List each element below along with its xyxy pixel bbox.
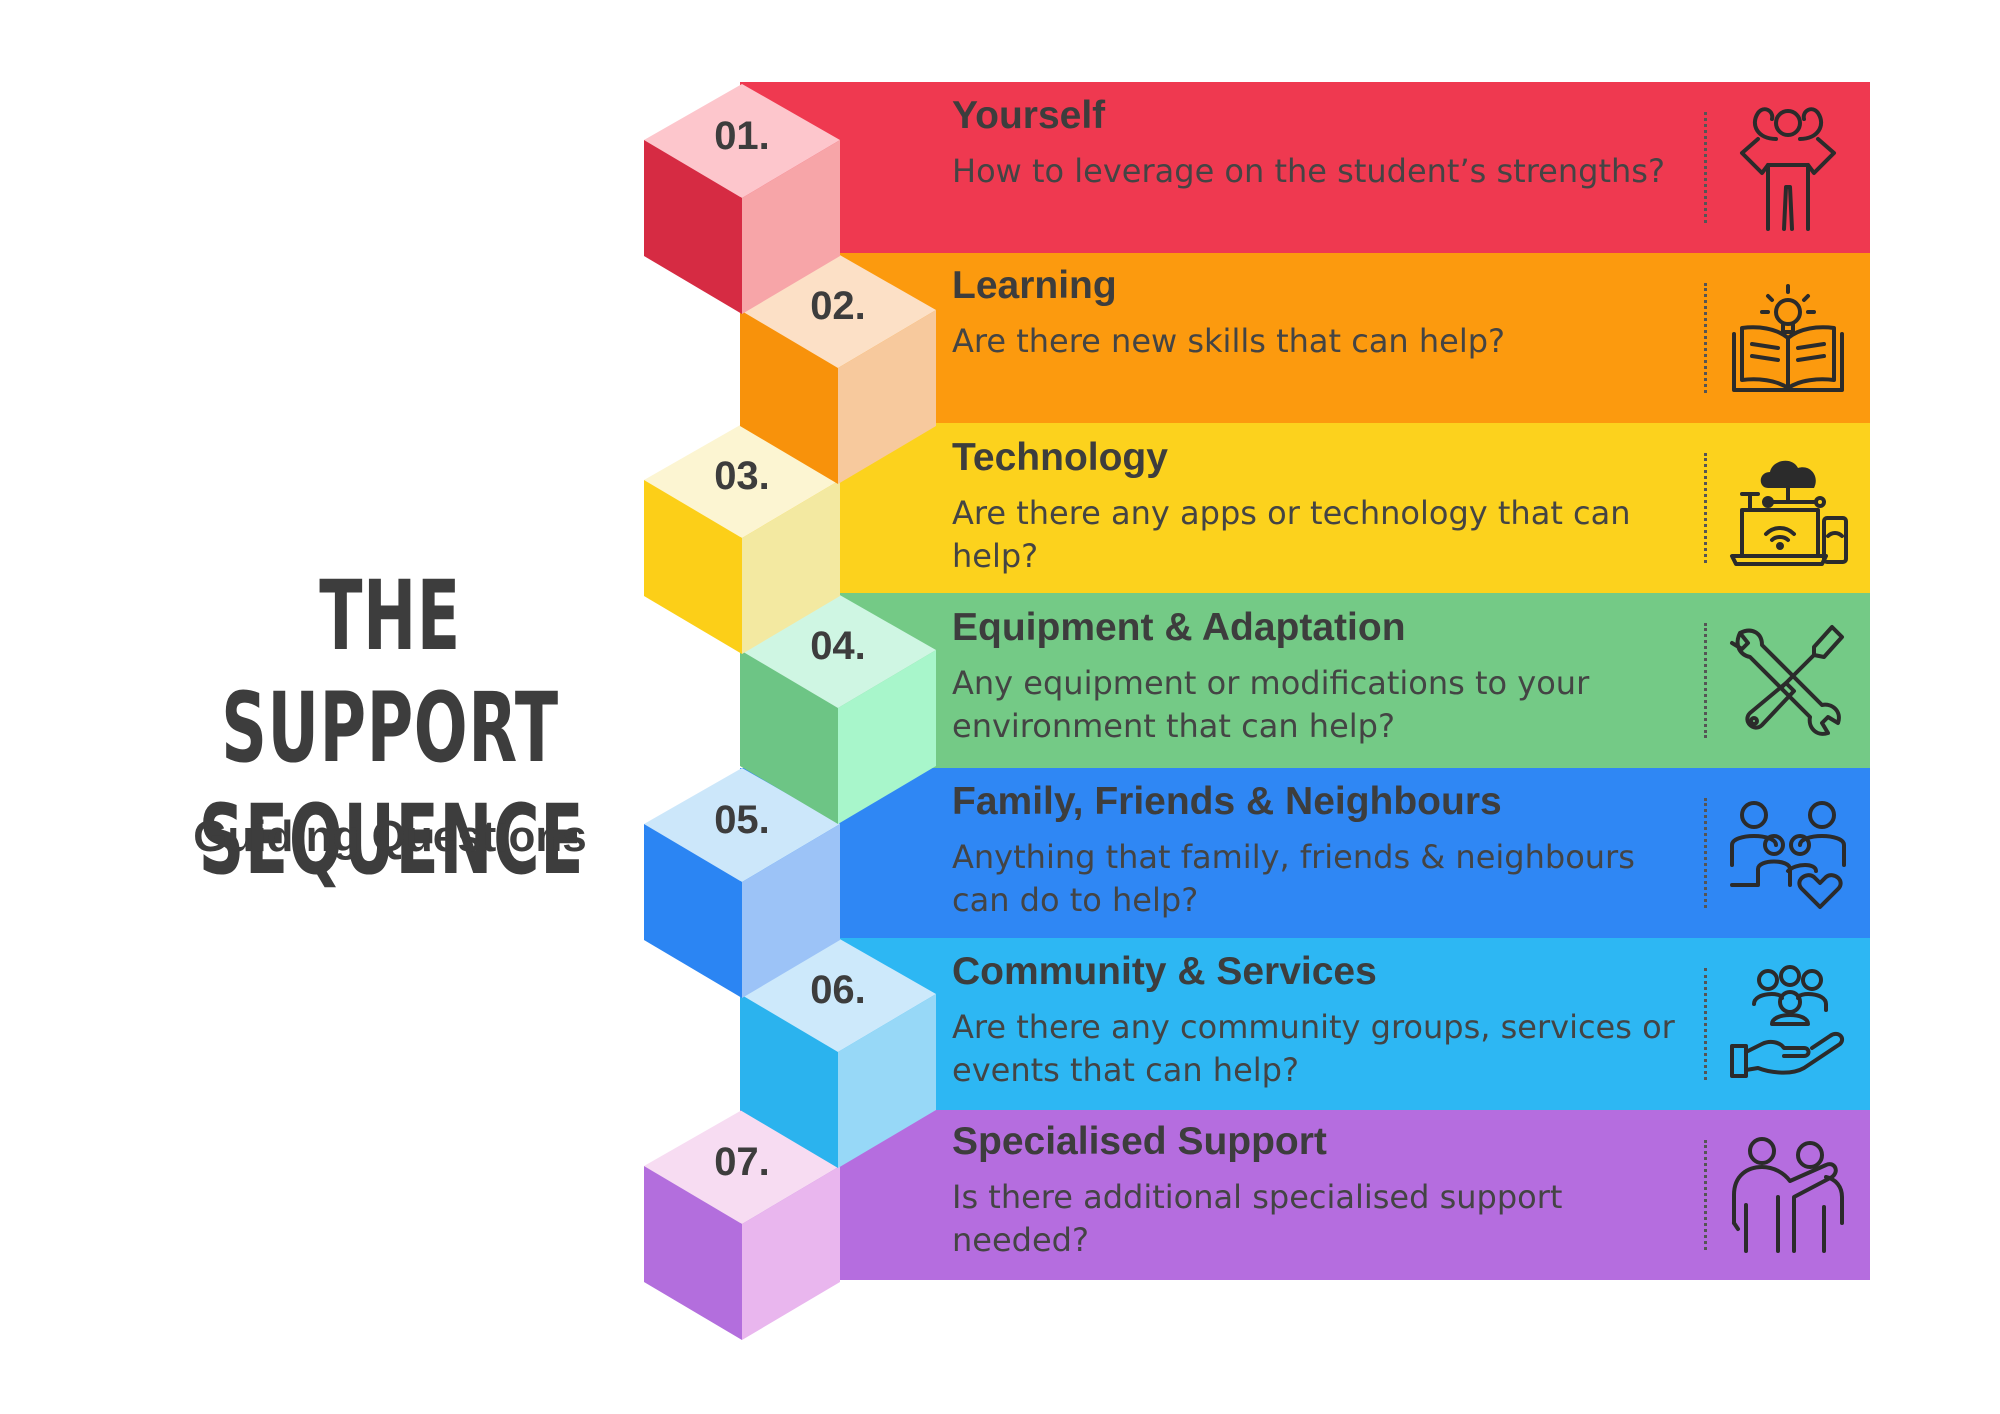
step-description: Are there any community groups, services… <box>952 1008 1675 1089</box>
step-description: Any equipment or modifications to your e… <box>952 664 1590 745</box>
cube-left-face <box>740 650 838 824</box>
step-title: Specialised Support <box>952 1120 1327 1163</box>
family-heart-icon <box>1730 801 1846 909</box>
step-title: Family, Friends & Neighbours <box>952 780 1502 823</box>
step-number: 03. <box>714 454 770 498</box>
step-number: 07. <box>714 1140 770 1184</box>
cube-right-face <box>742 824 840 998</box>
cube-top-face <box>644 84 840 198</box>
step-title: Learning <box>952 264 1117 307</box>
cube-top-face <box>644 768 840 882</box>
tools-icon <box>1730 624 1844 736</box>
dotted-divider <box>1704 798 1707 908</box>
step-band-5 <box>740 768 1870 938</box>
page-subtitle: Guiding Questions <box>193 812 587 861</box>
step-text-5: Family, Friends & Neighbours Anything th… <box>952 780 1692 922</box>
title-line: THE SUPPORT <box>221 560 559 784</box>
step-number: 06. <box>810 968 866 1012</box>
title-line: SEQUENCE <box>198 784 585 896</box>
dotted-divider <box>1704 623 1707 738</box>
step-description: Is there additional specialised support … <box>952 1178 1563 1259</box>
cube-right-face <box>742 140 840 314</box>
step-description: Anything that family, friends & neighbou… <box>952 838 1635 919</box>
dotted-divider <box>1704 283 1707 393</box>
step-band-1 <box>740 82 1870 253</box>
step-band-3 <box>740 423 1870 593</box>
page-title: THE SUPPORT SEQUENCE <box>198 560 585 896</box>
community-hand-icon <box>1730 965 1845 1078</box>
cube-right-face <box>838 994 936 1168</box>
step-title: Yourself <box>952 94 1106 137</box>
cube-left-face <box>644 480 742 654</box>
step-text-1: Yourself How to leverage on the student’… <box>952 94 1692 193</box>
step-description: How to leverage on the student’s strengt… <box>952 152 1665 190</box>
cube-right-face <box>838 310 936 484</box>
step-cube-1 <box>644 84 840 314</box>
step-text-3: Technology Are there any apps or technol… <box>952 436 1692 578</box>
step-title: Equipment & Adaptation <box>952 606 1406 649</box>
step-number: 04. <box>810 624 866 668</box>
dotted-divider <box>1704 453 1707 563</box>
book-lightbulb-icon <box>1732 284 1844 392</box>
step-title: Technology <box>952 436 1168 479</box>
dotted-divider <box>1704 1140 1707 1250</box>
cube-left-face <box>644 140 742 314</box>
step-description: Are there any apps or technology that ca… <box>952 494 1631 575</box>
cube-right-face <box>742 480 840 654</box>
support-people-icon <box>1732 1137 1844 1253</box>
cube-left-face <box>644 824 742 998</box>
step-band-4 <box>838 593 1870 768</box>
cube-right-face <box>838 650 936 824</box>
step-cube-5 <box>644 768 840 998</box>
step-number: 01. <box>714 114 770 158</box>
dotted-divider <box>1704 112 1707 223</box>
step-band-7 <box>740 1110 1870 1280</box>
step-band-6 <box>838 938 1870 1110</box>
step-description: Are there new skills that can help? <box>952 322 1506 360</box>
cloud-devices-icon <box>1730 460 1848 566</box>
step-text-4: Equipment & Adaptation Any equipment or … <box>952 606 1692 748</box>
cube-left-face <box>740 994 838 1168</box>
step-text-2: Learning Are there new skills that can h… <box>952 264 1692 363</box>
step-number: 05. <box>714 798 770 842</box>
strength-icon <box>1740 106 1836 231</box>
step-text-7: Specialised Support Is there additional … <box>952 1120 1692 1262</box>
dotted-divider <box>1704 968 1707 1080</box>
step-title: Community & Services <box>952 950 1377 993</box>
step-text-6: Community & Services Are there any commu… <box>952 950 1692 1092</box>
cube-left-face <box>740 310 838 484</box>
step-band-2 <box>838 253 1870 423</box>
cube-left-face <box>644 1166 742 1340</box>
cube-right-face <box>742 1166 840 1340</box>
step-number: 02. <box>810 284 866 328</box>
